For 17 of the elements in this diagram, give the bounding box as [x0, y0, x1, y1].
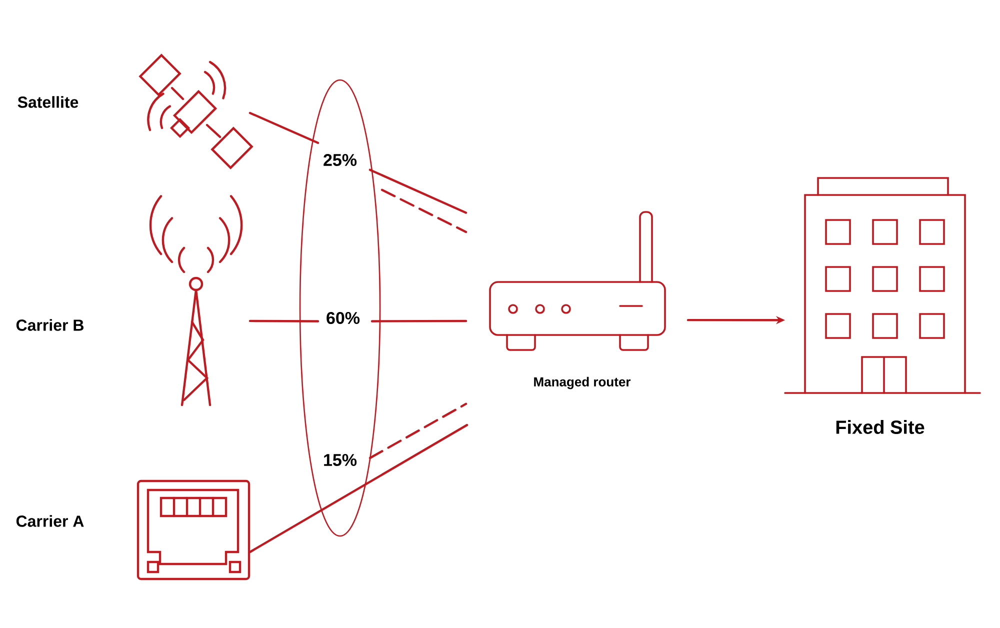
- percentage-label: 25%: [321, 152, 360, 168]
- node-caption: Fixed Site: [836, 420, 924, 434]
- source-label: Carrier A: [16, 515, 84, 527]
- source-label: Satellite: [18, 96, 78, 108]
- cell-tower-drawing: [149, 195, 243, 406]
- percentage-label: 15%: [321, 452, 360, 468]
- connector-line: [368, 402, 468, 460]
- source-label: Carrier B: [16, 319, 84, 331]
- connector-line: [248, 112, 320, 144]
- connector-line: [368, 168, 468, 214]
- percentage-label: 60%: [324, 310, 362, 326]
- ethernet-port-drawing: [136, 480, 250, 580]
- connector-line: [380, 188, 468, 234]
- connector-line: [248, 320, 320, 322]
- node-caption: Managed router: [534, 376, 631, 390]
- connector-line: [248, 424, 468, 554]
- connector-line: [370, 320, 468, 322]
